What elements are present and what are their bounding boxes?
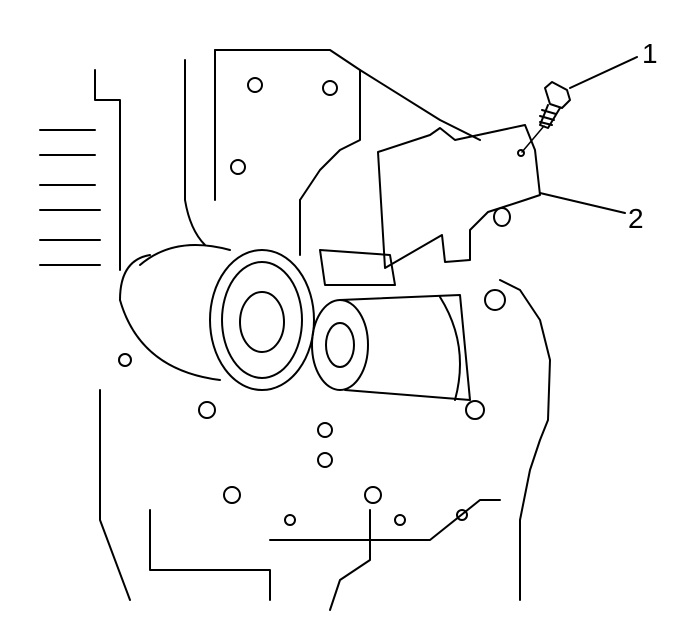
heat-shield bbox=[377, 124, 541, 269]
oil-filter bbox=[119, 244, 315, 391]
bolt bbox=[521, 81, 571, 153]
engine-block bbox=[39, 49, 551, 611]
leader-line-2 bbox=[539, 192, 626, 214]
callout-2: 2 bbox=[628, 203, 644, 234]
leader-line-1 bbox=[569, 56, 638, 89]
callout-1: 1 bbox=[642, 38, 658, 69]
starter-motor bbox=[311, 249, 506, 420]
